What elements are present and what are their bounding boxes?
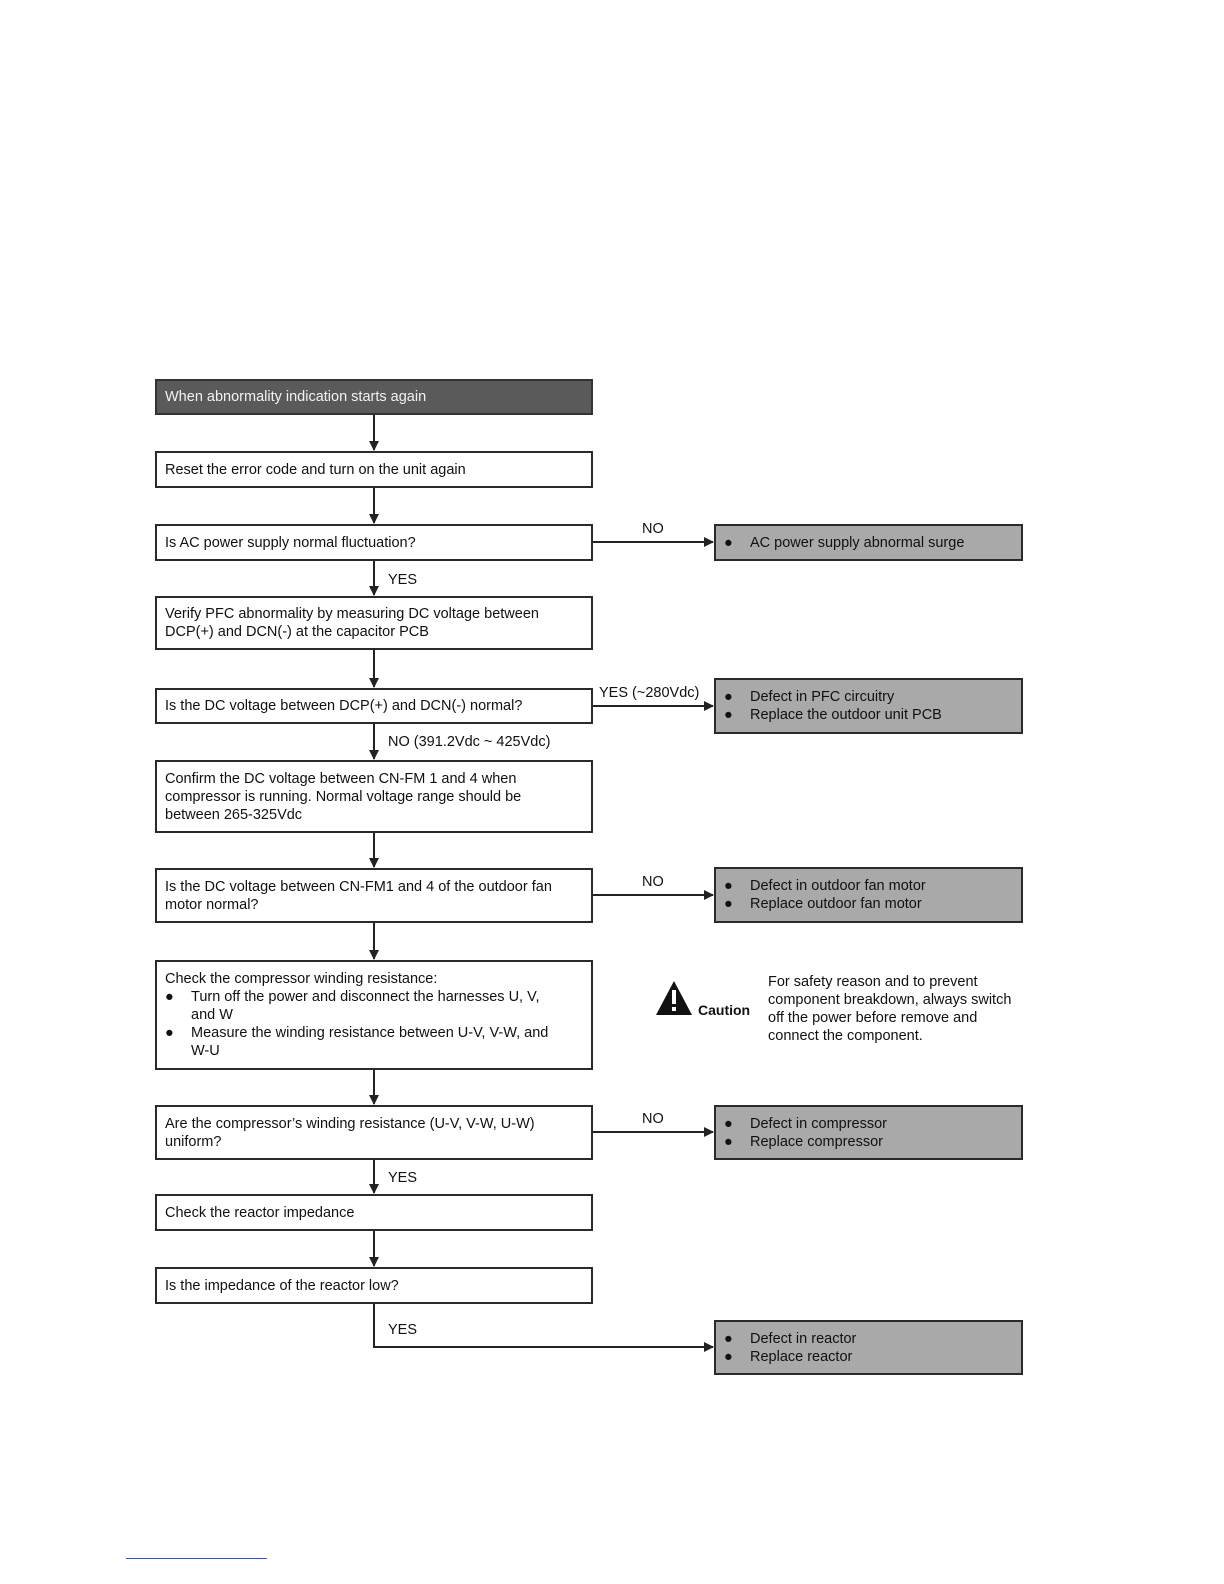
result-text: Defect in reactor <box>750 1330 857 1347</box>
reactor-check-box: Check the reactor impedance <box>155 1194 593 1231</box>
winding-check-b1-line1: Turn off the power and disconnect the ha… <box>191 989 540 1005</box>
result-text: Replace reactor <box>750 1348 853 1365</box>
winding-check-b2-line2: W-U <box>191 1043 220 1059</box>
result-fan-motor-defect: ● Defect in outdoor fan motor ● Replace … <box>714 867 1023 923</box>
fan-voltage-question-box: Is the DC voltage between CN-FM1 and 4 o… <box>155 868 593 923</box>
fan-voltage-question-line2: motor normal? <box>165 896 259 913</box>
result-item: ● Replace outdoor fan motor <box>724 895 1013 913</box>
label-ac-no: NO <box>642 521 664 537</box>
label-ac-yes: YES <box>388 572 418 588</box>
bullet-icon: ● <box>724 689 733 705</box>
confirm-fan-voltage-line1: Confirm the DC voltage between CN-FM 1 a… <box>165 770 517 787</box>
start-box: When abnormality indication starts again <box>155 379 593 415</box>
result-text: AC power supply abnormal surge <box>750 534 965 551</box>
result-item: ● Defect in PFC circuitry <box>724 688 1013 706</box>
dc-voltage-question-box: Is the DC voltage between DCP(+) and DCN… <box>155 688 593 724</box>
result-item: ● Replace reactor <box>724 1348 1013 1366</box>
reactor-impedance-question-text: Is the impedance of the reactor low? <box>165 1277 399 1294</box>
winding-uniform-question-box: Are the compressor’s winding resistance … <box>155 1105 593 1160</box>
result-item: ● Defect in reactor <box>724 1330 1013 1348</box>
bullet-icon: ● <box>724 1115 733 1132</box>
fan-voltage-question-line1: Is the DC voltage between CN-FM1 and 4 o… <box>165 878 552 895</box>
bullet-icon: ● <box>165 1025 174 1041</box>
result-text: Replace compressor <box>750 1133 883 1150</box>
result-text: Defect in PFC circuitry <box>750 689 895 705</box>
result-item: ● Replace compressor <box>724 1133 1013 1151</box>
winding-check-b2-line1: Measure the winding resistance between U… <box>191 1025 549 1041</box>
result-text: Defect in outdoor fan motor <box>750 878 926 894</box>
result-item: ● Replace the outdoor unit PCB <box>724 706 1013 724</box>
confirm-fan-voltage-line2: compressor is running. Normal voltage ra… <box>165 788 522 805</box>
label-dc-no: NO (391.2Vdc ~ 425Vdc) <box>388 734 551 750</box>
confirm-fan-voltage-line3: between 265-325Vdc <box>165 806 303 823</box>
caution-label: Caution <box>698 1002 751 1018</box>
result-pfc-defect: ● Defect in PFC circuitry ● Replace the … <box>714 678 1023 734</box>
winding-check-bullet2: ● Measure the winding resistance between… <box>165 1024 583 1060</box>
bullet-icon: ● <box>724 878 733 894</box>
label-uniform-yes: YES <box>388 1170 418 1186</box>
label-dc-yes: YES (~280Vdc) <box>599 685 700 701</box>
ac-power-question-text: Is AC power supply normal fluctuation? <box>165 534 416 551</box>
verify-pfc-line2: DCP(+) and DCN(-) at the capacitor PCB <box>165 624 429 640</box>
reactor-impedance-question-box: Is the impedance of the reactor low? <box>155 1267 593 1304</box>
result-item: ● Defect in compressor <box>724 1115 1013 1133</box>
bullet-icon: ● <box>724 896 733 912</box>
result-text: Replace the outdoor unit PCB <box>750 707 942 723</box>
caution-text: For safety reason and to prevent compone… <box>768 974 1012 1044</box>
bullet-icon: ● <box>724 1330 733 1347</box>
ac-power-question-box: Is AC power supply normal fluctuation? <box>155 524 593 561</box>
reactor-check-text: Check the reactor impedance <box>165 1204 355 1221</box>
start-text: When abnormality indication starts again <box>165 389 427 405</box>
reset-box: Reset the error code and turn on the uni… <box>155 451 593 488</box>
winding-uniform-line1: Are the compressor’s winding resistance … <box>165 1115 535 1132</box>
result-item: ● Defect in outdoor fan motor <box>724 877 1013 895</box>
footer-link-underline[interactable] <box>126 1558 267 1559</box>
result-item: ● AC power supply abnormal surge <box>724 534 1013 552</box>
result-text: Replace outdoor fan motor <box>750 896 922 912</box>
label-impedance-yes: YES <box>388 1322 418 1338</box>
label-fan-no: NO <box>642 874 664 890</box>
reset-text: Reset the error code and turn on the uni… <box>165 461 466 478</box>
bullet-icon: ● <box>165 989 174 1005</box>
verify-pfc-line1: Verify PFC abnormality by measuring DC v… <box>165 606 539 622</box>
result-reactor-defect: ● Defect in reactor ● Replace reactor <box>714 1320 1023 1375</box>
dc-voltage-question-text: Is the DC voltage between DCP(+) and DCN… <box>165 698 523 714</box>
result-text: Defect in compressor <box>750 1115 887 1132</box>
winding-check-box: Check the compressor winding resistance:… <box>155 960 593 1070</box>
bullet-icon: ● <box>724 707 733 723</box>
caution-triangle-icon <box>656 981 692 1015</box>
winding-uniform-line2: uniform? <box>165 1133 222 1150</box>
confirm-fan-voltage-box: Confirm the DC voltage between CN-FM 1 a… <box>155 760 593 833</box>
result-ac-surge: ● AC power supply abnormal surge <box>714 524 1023 561</box>
bullet-icon: ● <box>724 1348 733 1365</box>
label-uniform-no: NO <box>642 1111 664 1127</box>
winding-check-bullet1: ● Turn off the power and disconnect the … <box>165 988 583 1024</box>
verify-pfc-box: Verify PFC abnormality by measuring DC v… <box>155 596 593 650</box>
arrow-impedance-yes <box>373 1304 714 1352</box>
bullet-icon: ● <box>724 534 733 551</box>
winding-check-b1-line2: and W <box>191 1007 233 1023</box>
bullet-icon: ● <box>724 1133 733 1150</box>
result-compressor-defect: ● Defect in compressor ● Replace compres… <box>714 1105 1023 1160</box>
winding-check-title: Check the compressor winding resistance: <box>165 971 438 987</box>
